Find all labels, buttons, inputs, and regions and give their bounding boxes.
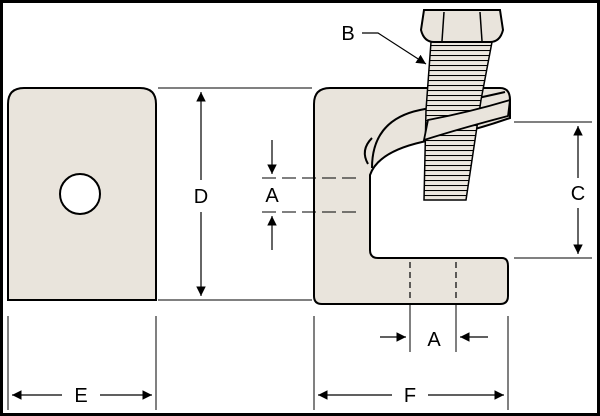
label-f: F xyxy=(404,385,416,407)
label-a-horizontal: A xyxy=(427,329,441,351)
callout-b: B xyxy=(341,23,427,65)
clamp-end-view xyxy=(7,87,157,301)
jaw-curl xyxy=(371,91,506,169)
clamp-body xyxy=(313,87,511,305)
dimension-a-vertical: A xyxy=(262,140,362,250)
clamp-side-view xyxy=(313,9,512,305)
label-e: E xyxy=(74,385,87,407)
bolt-hole xyxy=(59,173,101,215)
jaw-lip xyxy=(363,137,373,165)
bolt-hex-head xyxy=(419,9,505,43)
dimension-f: F xyxy=(313,316,509,410)
label-c: C xyxy=(571,183,585,205)
label-a-vertical: A xyxy=(265,185,279,207)
dimension-c: C xyxy=(514,121,592,259)
label-b: B xyxy=(341,23,354,45)
label-d: D xyxy=(194,186,208,208)
dimension-e: E xyxy=(7,316,157,410)
jaw-overlap xyxy=(422,98,512,142)
dimension-a-horizontal: A xyxy=(380,304,488,352)
dimension-d: D xyxy=(158,87,312,301)
